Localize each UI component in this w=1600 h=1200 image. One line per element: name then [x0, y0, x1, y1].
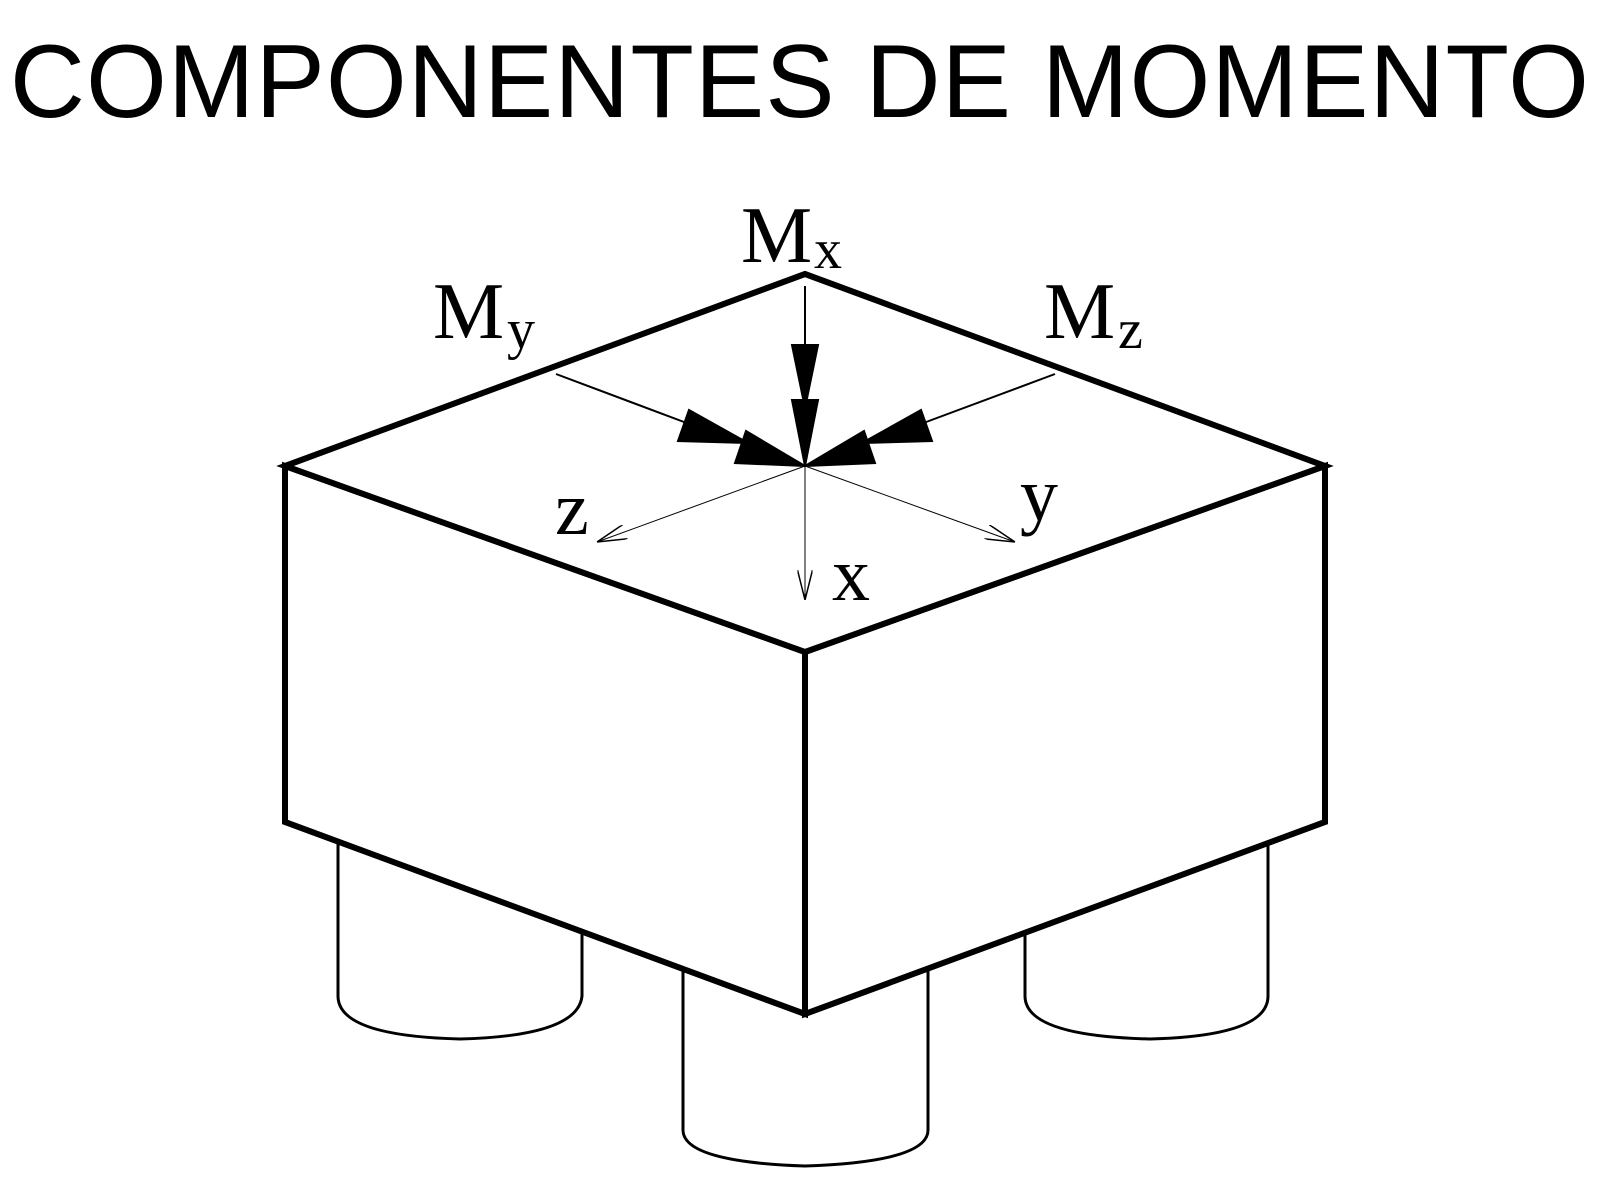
label-mz: M z — [1044, 268, 1143, 361]
pile-right — [1023, 840, 1270, 1041]
pile-front — [681, 968, 930, 1168]
label-mz-sub: z — [1118, 299, 1143, 361]
moment-y-shaft — [555, 373, 701, 429]
label-mx: M x — [741, 192, 842, 281]
axis-y-label: y — [1020, 453, 1058, 537]
axis-z-arrow — [597, 465, 806, 542]
moment-z-arrowhead-2 — [804, 429, 877, 467]
local-axes — [597, 465, 1015, 600]
moment-x-arrowhead-2 — [790, 399, 820, 467]
moment-y-arrowhead-1 — [676, 408, 749, 444]
diagram-title: COMPONENTES DE MOMENTO — [9, 24, 1591, 140]
axis-y-arrow — [804, 465, 1015, 542]
moment-y-arrowhead-2 — [733, 429, 806, 467]
axis-z-label: z — [555, 467, 589, 551]
label-mx-sub: x — [814, 219, 842, 281]
pile-left — [336, 830, 584, 1041]
moment-z-arrowhead-1 — [861, 408, 934, 444]
moment-x-arrowhead-1 — [790, 344, 820, 409]
moment-vectors — [555, 286, 1056, 467]
label-mz-main: M — [1044, 268, 1115, 356]
axis-x-label: x — [832, 533, 870, 617]
label-my-sub: y — [507, 299, 535, 361]
label-my: M y — [433, 268, 535, 361]
label-my-main: M — [433, 268, 504, 356]
label-mx-main: M — [741, 192, 812, 280]
moment-z-shaft — [909, 373, 1056, 429]
